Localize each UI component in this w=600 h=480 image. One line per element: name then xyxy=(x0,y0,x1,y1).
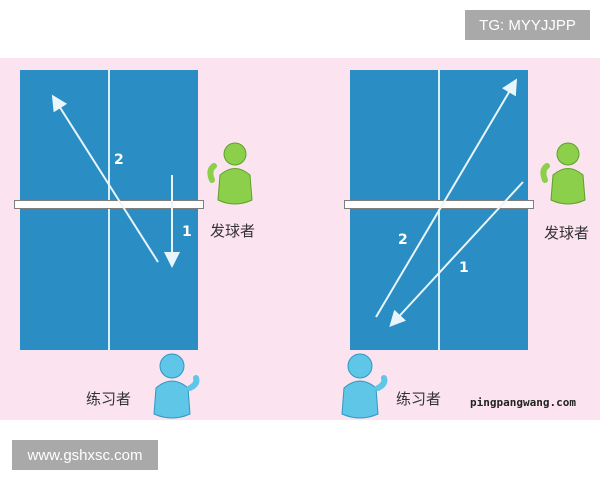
left-path-number-1: 1 xyxy=(182,224,192,240)
site-watermark: pingpangwang.com xyxy=(470,396,576,409)
server-label-left: 发球者 xyxy=(210,222,256,240)
right-path-number-1: 1 xyxy=(459,260,469,276)
site-badge: www.gshxsc.com xyxy=(12,440,158,470)
blue-person-icon xyxy=(341,353,388,419)
left-path-number-2: 2 xyxy=(114,152,124,168)
practitioner-label-right: 练习者 xyxy=(396,390,442,408)
green-person-icon xyxy=(207,142,253,205)
practitioner-label-left: 练习者 xyxy=(86,390,132,408)
green-person-icon xyxy=(540,142,586,205)
left-path-2 xyxy=(51,94,159,263)
right-path-1 xyxy=(389,181,524,327)
net-right xyxy=(344,200,534,209)
right-path-number-2: 2 xyxy=(398,232,408,248)
net-left xyxy=(14,200,204,209)
tg-badge: TG: MYYJJPP xyxy=(465,10,590,40)
blue-person-icon xyxy=(153,353,200,419)
server-label-right: 发球者 xyxy=(544,224,590,242)
right-path-2 xyxy=(375,78,518,318)
table-left xyxy=(20,70,198,350)
